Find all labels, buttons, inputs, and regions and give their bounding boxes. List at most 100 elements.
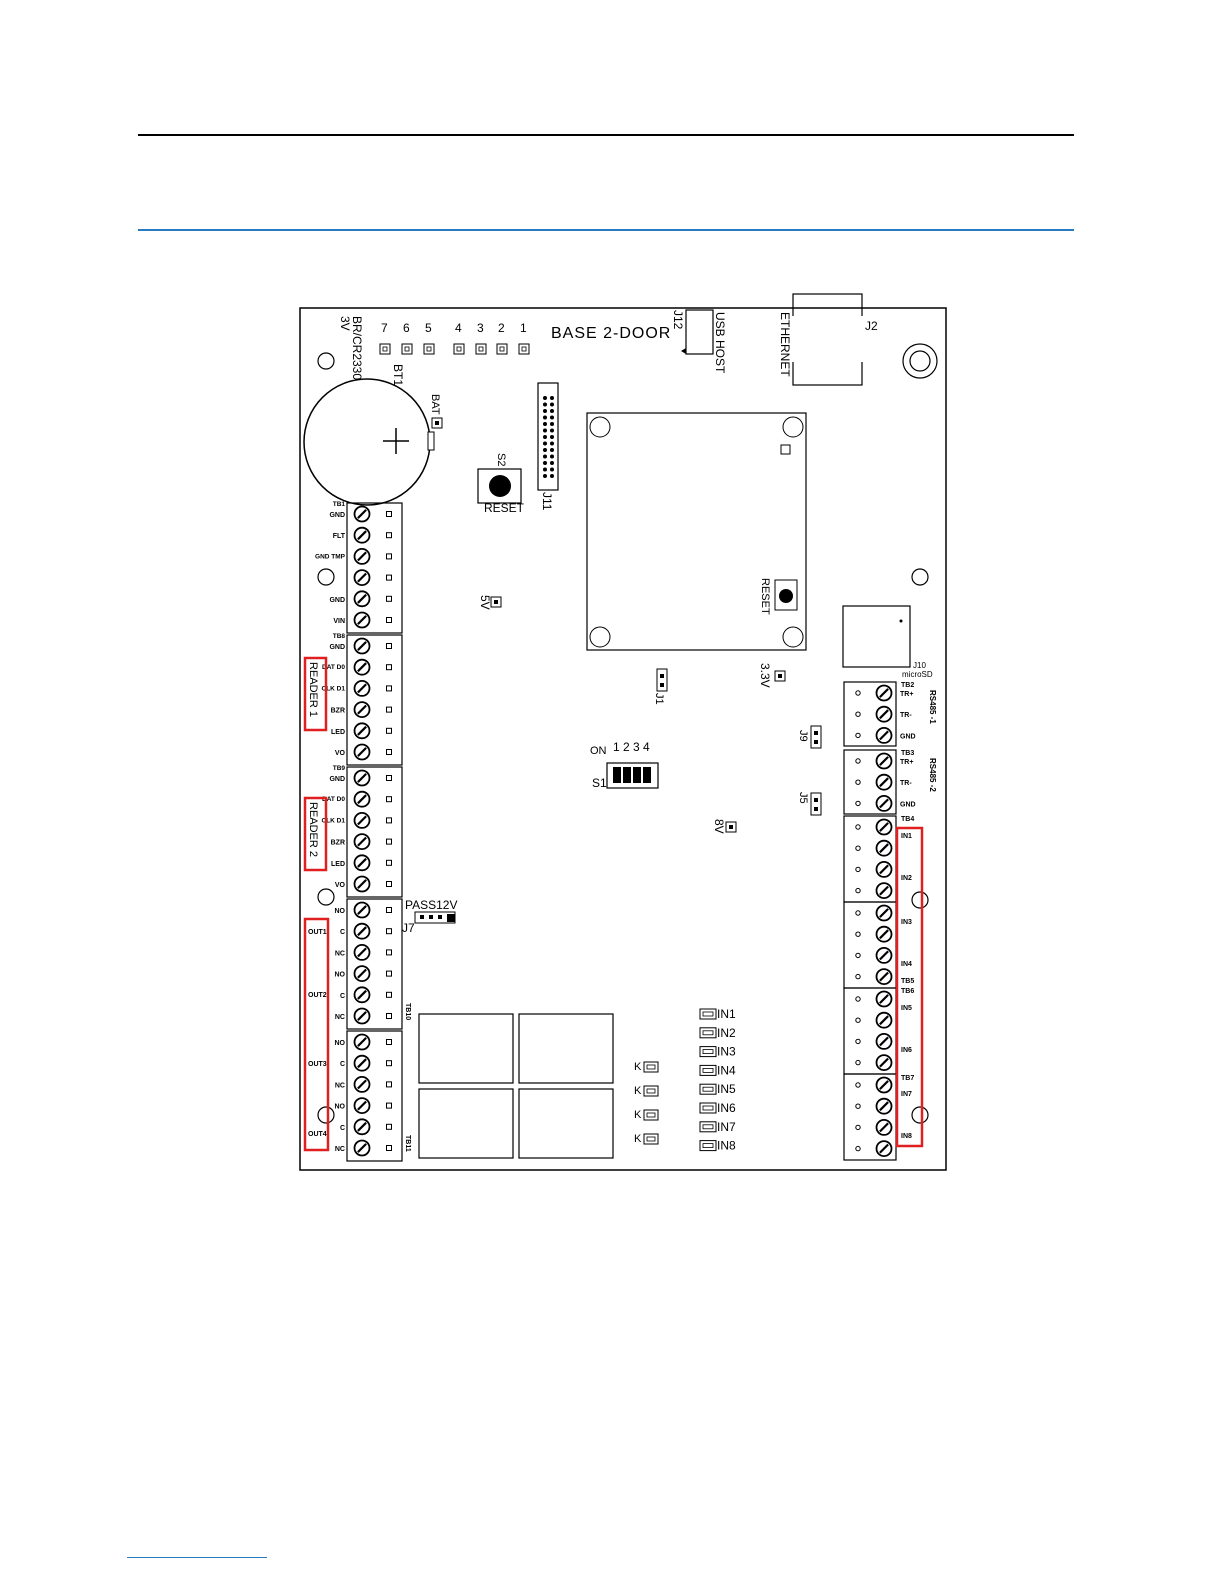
terminal-pin-label: GND TMP: [315, 553, 346, 560]
s2-reset-label: RESET: [484, 501, 525, 515]
j7-label: J7: [402, 921, 415, 935]
terminal-pin-label: GND: [329, 597, 345, 604]
terminal-pad: [386, 511, 392, 517]
reset-switch-s2: S2 RESET: [477, 453, 525, 515]
left-highlight-groups: [303, 656, 330, 1152]
module-reset-label: RESET: [759, 578, 771, 615]
terminal-ref-label: TB11: [404, 1135, 411, 1152]
terminal-pin-label: C: [340, 1061, 345, 1068]
terminal-pad: [386, 775, 392, 781]
input-led-label: IN6: [717, 1101, 736, 1115]
terminal-pad: [386, 1039, 392, 1045]
outputs-highlight: [303, 917, 330, 1152]
terminal-pin-label: NC: [335, 1146, 345, 1153]
jumpers: J1 J9 J5 PASS12V J7: [402, 668, 822, 935]
terminal-ref-label: TB6: [901, 988, 914, 995]
terminal-pin-label: TR+: [900, 759, 913, 766]
terminal-pin-label: NO: [335, 1040, 346, 1047]
terminal-pad: [386, 749, 392, 755]
terminal-pad: [386, 859, 392, 866]
terminal-pin-label: NO: [335, 1104, 346, 1111]
terminal-pin-label: NC: [335, 950, 345, 957]
footer-rule: [127, 1557, 267, 1558]
terminal-pin-label: TR-: [900, 780, 912, 787]
mounting-hole: [909, 350, 931, 372]
terminal-pin-label: IN2: [901, 875, 912, 882]
reader2-highlight: [303, 796, 328, 872]
terminal-ref-label: TB9: [333, 765, 346, 772]
j11-label: J11: [540, 492, 554, 511]
out4-label: OUT4: [308, 1131, 327, 1138]
s2-label: S2: [495, 453, 507, 466]
terminal-pad: [386, 553, 392, 560]
battery-voltage-label: 3V: [338, 316, 352, 331]
terminal-pin-label: BZR: [331, 840, 345, 847]
terminal-pin-label: IN6: [901, 1047, 912, 1054]
rs485-bus-label: RS485 -1: [928, 690, 937, 724]
inputs-highlight: [895, 826, 924, 1148]
terminal-pin-label: IN8: [901, 1133, 912, 1140]
terminal-pad: [386, 928, 392, 935]
terminal-pad: [386, 532, 392, 539]
relay: [418, 1088, 514, 1159]
terminal-pin-label: CLK D1: [322, 817, 346, 824]
input-led-label: IN8: [717, 1139, 736, 1153]
input-led: [699, 1140, 717, 1152]
j1-label: J1: [653, 693, 665, 705]
ethernet-ref-label: J2: [865, 319, 878, 333]
input-led: [699, 1046, 717, 1058]
status-led: [453, 343, 465, 355]
test-points: 5V 3.3V 8V: [478, 595, 786, 834]
terminal-pad: [386, 949, 392, 956]
dip-numbers: 1 2 3 4: [613, 740, 650, 754]
status-led-label: 4: [455, 321, 462, 335]
terminal-pin-label: FLT: [333, 533, 346, 540]
input-led-label: IN4: [717, 1063, 736, 1077]
input-led: [699, 1008, 717, 1020]
terminal-pin-label: VO: [335, 750, 346, 757]
dip-ref-label: S1: [592, 776, 607, 790]
terminal-pad: [386, 970, 392, 977]
relay-led: [643, 1061, 659, 1073]
terminal-pin-label: BZR: [331, 708, 345, 715]
terminal-pad: [386, 1123, 392, 1130]
out2-label: OUT2: [308, 992, 327, 999]
j9-label: J9: [797, 730, 809, 742]
relay-led: [643, 1109, 659, 1121]
terminal-pin-label: LED: [331, 729, 345, 736]
terminal-pad: [386, 907, 392, 913]
terminal-ref-label: TB2: [901, 682, 914, 689]
pass12v-label: PASS12V: [405, 898, 457, 912]
input-led-label: IN7: [717, 1120, 736, 1134]
battery-ref-label: BT1: [391, 364, 405, 386]
input-led-label: IN2: [717, 1026, 736, 1040]
terminal-pin-label: TR+: [900, 691, 913, 698]
terminal-pad: [386, 664, 392, 671]
terminal-pad: [386, 1145, 392, 1151]
header-rule: [138, 134, 1074, 136]
input-led: [699, 1083, 717, 1095]
terminal-pad: [386, 796, 392, 803]
mounting-hole: [911, 568, 929, 586]
terminal-pin-label: GND: [329, 644, 345, 651]
tp-8v-label: 8V: [712, 819, 726, 834]
terminal-ref-label: TB4: [901, 816, 914, 823]
mounting-hole: [317, 888, 335, 906]
terminal-pin-label: GND: [900, 801, 916, 808]
input-led-label: IN3: [717, 1045, 736, 1059]
mounting-hole: [902, 343, 938, 379]
status-led: [475, 343, 487, 355]
relay: [518, 1013, 614, 1084]
terminal-ref-label: TB7: [901, 1075, 914, 1082]
terminal-pad: [386, 595, 392, 602]
usb-host-connector: J12 USB HOST: [671, 309, 727, 374]
